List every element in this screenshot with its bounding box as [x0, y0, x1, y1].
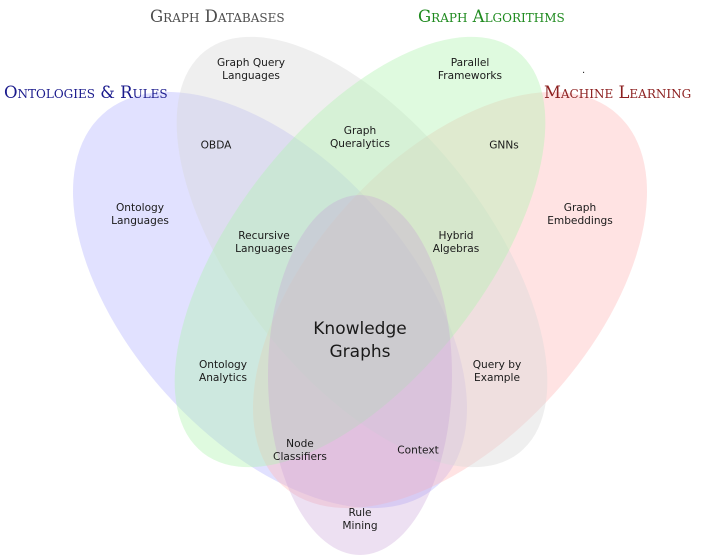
set-ellipse-ml [253, 91, 647, 509]
region-graph-queralytics: Graph Queralytics [329, 125, 391, 150]
region-graph-query-languages: Graph Query Languages [216, 57, 286, 82]
set-title-graph-algorithms: Graph Algorithms [418, 7, 565, 26]
set-ellipse-graphdb [176, 36, 548, 468]
region-recursive-languages: Recursive Languages [235, 230, 293, 255]
set-title-machine-learning: Machine Learning [544, 83, 692, 102]
region-query-by-example: Query by Example [472, 359, 522, 384]
set-title-graph-databases: Graph Databases [150, 7, 285, 26]
set-ellipse-ontologies [73, 91, 467, 509]
region-context: Context [397, 444, 439, 457]
region-ontology-analytics: Ontology Analytics [198, 359, 248, 384]
region-knowledge-graphs: Knowledge Graphs [313, 319, 407, 362]
region-ontology-languages: Ontology Languages [111, 202, 169, 227]
region-graph-embeddings: Graph Embeddings [547, 202, 613, 227]
set-ellipse-algorithms [174, 36, 546, 468]
stray-mark: . [582, 65, 586, 76]
region-hybrid-algebras: Hybrid Algebras [432, 230, 480, 255]
region-rule-mining: Rule Mining [342, 507, 378, 532]
region-gnns: GNNs [489, 139, 519, 152]
set-ellipse-bottom [268, 195, 452, 555]
set-title-ontologies-rules: Ontologies & Rules [4, 83, 168, 102]
region-node-classifiers: Node Classifiers [273, 438, 327, 463]
region-parallel-frameworks: Parallel Frameworks [437, 57, 503, 82]
region-obda: OBDA [200, 139, 232, 152]
